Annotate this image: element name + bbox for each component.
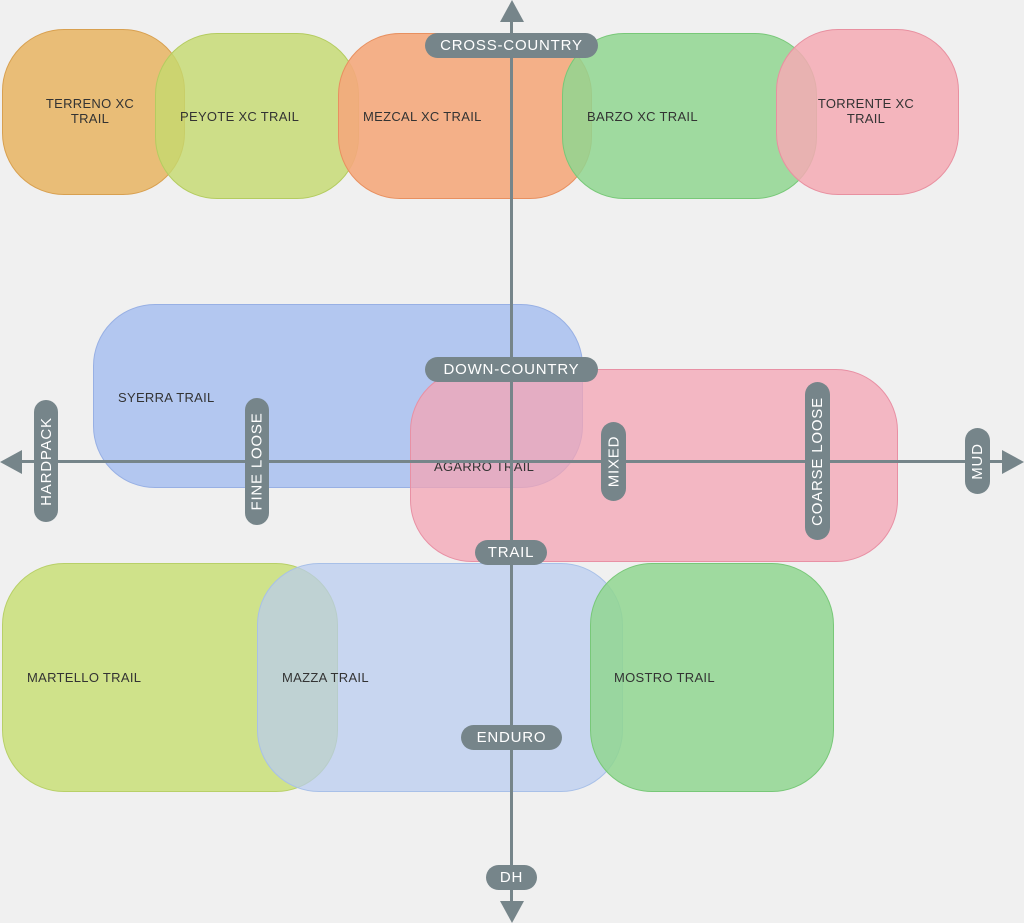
label-coarse-loose-text: COARSE LOOSE <box>809 396 826 526</box>
vertical-axis-line <box>510 16 513 908</box>
label-down-country: DOWN-COUNTRY <box>425 357 598 382</box>
region-label: MEZCAL XC TRAIL <box>363 109 482 124</box>
region-label: BARZO XC TRAIL <box>587 109 698 124</box>
region-barzo-xc-trail: BARZO XC TRAIL <box>562 33 817 199</box>
label-enduro: ENDURO <box>461 725 562 750</box>
region-label: SYERRA TRAIL <box>118 390 215 405</box>
region-label: MOSTRO TRAIL <box>614 670 715 685</box>
label-mixed-text: MIXED <box>605 435 623 488</box>
region-terreno-xc-trail: TERRENO XC TRAIL <box>2 29 185 195</box>
label-trail: TRAIL <box>475 540 547 565</box>
region-peyote-xc-trail: PEYOTE XC TRAIL <box>155 33 359 199</box>
region-label: TORRENTE XC TRAIL <box>817 96 915 126</box>
arrow-down-icon <box>500 901 524 923</box>
region-label: MAZZA TRAIL <box>282 670 369 685</box>
region-syerra-trail: SYERRA TRAIL <box>93 304 583 488</box>
label-coarse-loose: COARSE LOOSE <box>805 382 830 540</box>
label-fine-loose: FINE LOOSE <box>245 398 269 525</box>
label-mud: MUD <box>965 428 990 494</box>
region-label: MARTELLO TRAIL <box>27 670 142 685</box>
label-mixed: MIXED <box>601 422 626 501</box>
label-fine-loose-text: FINE LOOSE <box>248 412 266 511</box>
arrow-up-icon <box>500 0 524 22</box>
region-label: TERRENO XC TRAIL <box>45 96 135 126</box>
arrow-right-icon <box>1002 450 1024 474</box>
region-mazza-trail: MAZZA TRAIL <box>257 563 623 792</box>
label-mud-text: MUD <box>969 442 986 480</box>
region-torrente-xc-trail: TORRENTE XC TRAIL <box>776 29 959 195</box>
label-hardpack: HARDPACK <box>34 400 58 522</box>
arrow-left-icon <box>0 450 22 474</box>
label-hardpack-text: HARDPACK <box>37 416 55 506</box>
label-cross-country: CROSS-COUNTRY <box>425 33 598 58</box>
label-dh: DH <box>486 865 537 890</box>
region-label: PEYOTE XC TRAIL <box>180 109 300 124</box>
region-mostro-trail: MOSTRO TRAIL <box>590 563 834 792</box>
